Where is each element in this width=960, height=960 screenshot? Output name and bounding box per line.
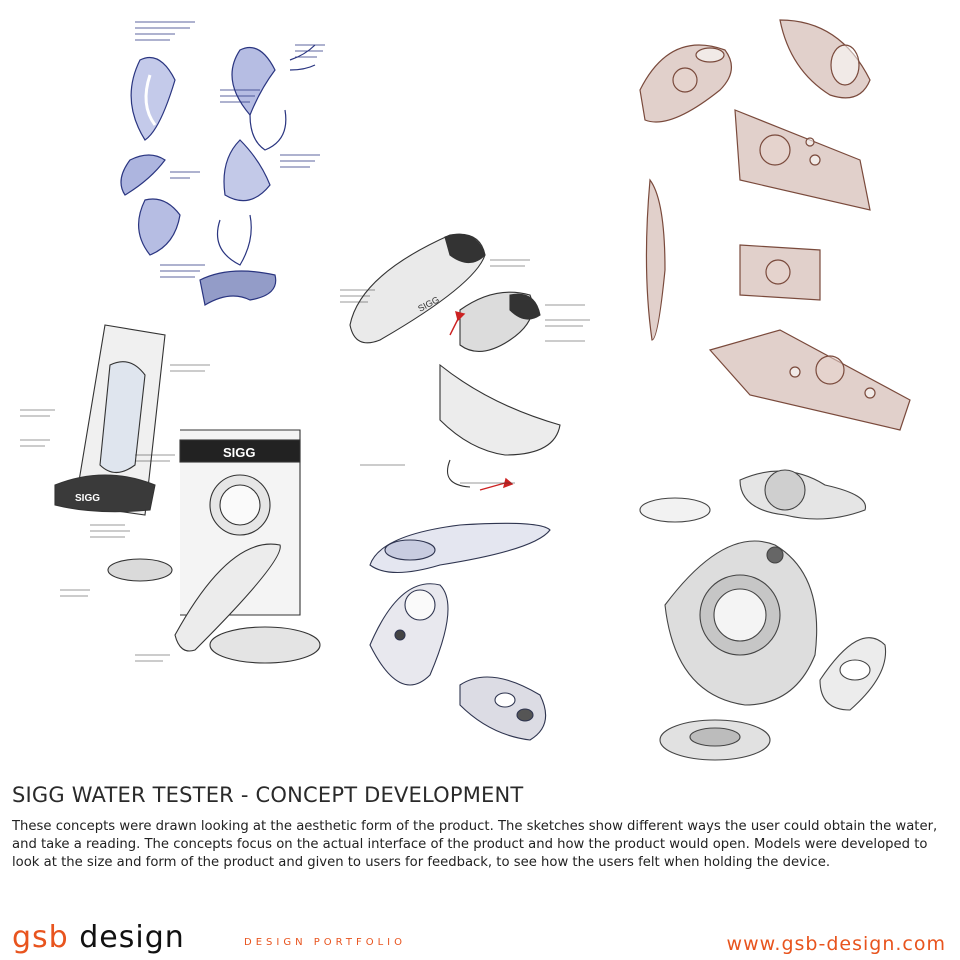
logo-part-gsb: gsb: [12, 920, 69, 955]
page-title: SIGG WATER TESTER - CONCEPT DEVELOPMENT: [12, 783, 524, 807]
sepia-component-sketches: [639, 19, 911, 431]
disk-reader-sketches: [639, 469, 887, 761]
gsb-design-logo: gsb design DESIGN PORTFOLIO: [12, 920, 432, 960]
portfolio-tagline: DESIGN PORTFOLIO: [244, 937, 406, 948]
blue-clip-sketches: [120, 21, 325, 306]
device-opening-sketches: SIGG: [340, 233, 590, 491]
pen-device-sketches: [369, 522, 551, 741]
bottle-ring-sketches: SIGG SIGG: [20, 324, 321, 664]
logo-wordmark: gsb design: [12, 920, 185, 955]
logo-part-design: design: [68, 920, 185, 955]
sigg-label-ring: SIGG: [223, 445, 256, 460]
website-url: www.gsb-design.com: [726, 933, 946, 955]
project-description: These concepts were drawn looking at the…: [12, 819, 938, 870]
sigg-label-bottle: SIGG: [75, 493, 100, 504]
